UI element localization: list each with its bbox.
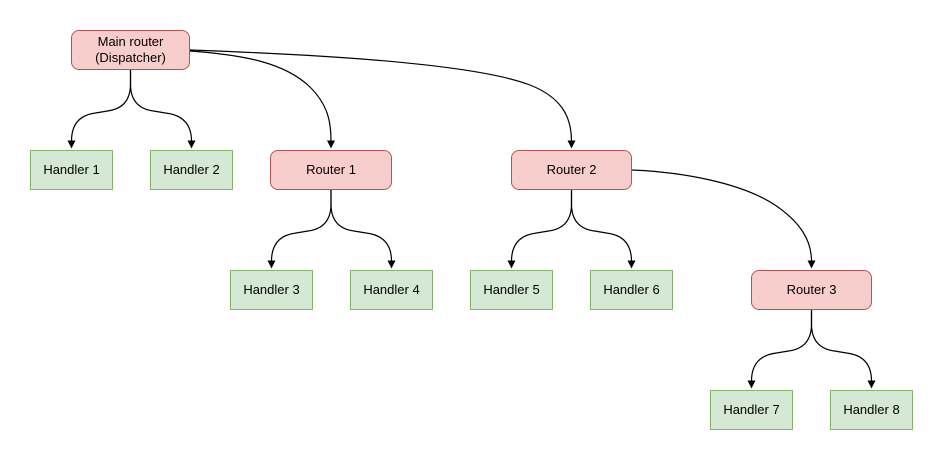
node-handler-5-label: Handler 5 [483, 281, 540, 297]
edge-router-2-to-handler-6 [570, 190, 636, 269]
node-handler-7-label: Handler 7 [723, 401, 780, 417]
node-router-2: Router 2 [511, 150, 632, 190]
node-router-1-label: Router 1 [306, 161, 356, 177]
node-main-router: Main router (Dispatcher) [71, 30, 190, 70]
node-handler-2: Handler 2 [150, 150, 233, 190]
edge-router-3-to-handler-7 [747, 310, 813, 389]
edge-router-2-to-router-3 [631, 169, 816, 269]
edge-main-router-to-handler-1 [67, 70, 132, 149]
node-handler-3-label: Handler 3 [243, 281, 300, 297]
node-router-1: Router 1 [270, 150, 392, 190]
node-handler-5: Handler 5 [470, 270, 553, 310]
node-handler-1: Handler 1 [30, 150, 113, 190]
edge-main-router-to-handler-2 [129, 70, 196, 149]
node-handler-6: Handler 6 [590, 270, 673, 310]
node-handler-4: Handler 4 [350, 270, 433, 310]
edge-main-router-to-router-1 [189, 50, 335, 149]
edge-router-1-to-handler-3 [267, 190, 332, 269]
node-handler-6-label: Handler 6 [603, 281, 660, 297]
node-handler-7: Handler 7 [710, 390, 793, 430]
node-handler-2-label: Handler 2 [163, 161, 220, 177]
node-main-router-label: Main router (Dispatcher) [95, 33, 166, 65]
node-router-3-label: Router 3 [786, 281, 837, 297]
edge-main-router-to-router-2 [189, 49, 576, 149]
edge-router-3-to-handler-8 [810, 310, 876, 389]
node-handler-3: Handler 3 [230, 270, 313, 310]
node-router-3: Router 3 [751, 270, 872, 310]
node-handler-8-label: Handler 8 [843, 401, 900, 417]
edge-router-2-to-handler-5 [507, 190, 573, 269]
node-handler-1-label: Handler 1 [43, 161, 100, 177]
edge-router-1-to-handler-4 [330, 190, 396, 269]
node-handler-4-label: Handler 4 [363, 281, 420, 297]
node-handler-8: Handler 8 [830, 390, 913, 430]
node-router-2-label: Router 2 [546, 161, 597, 177]
